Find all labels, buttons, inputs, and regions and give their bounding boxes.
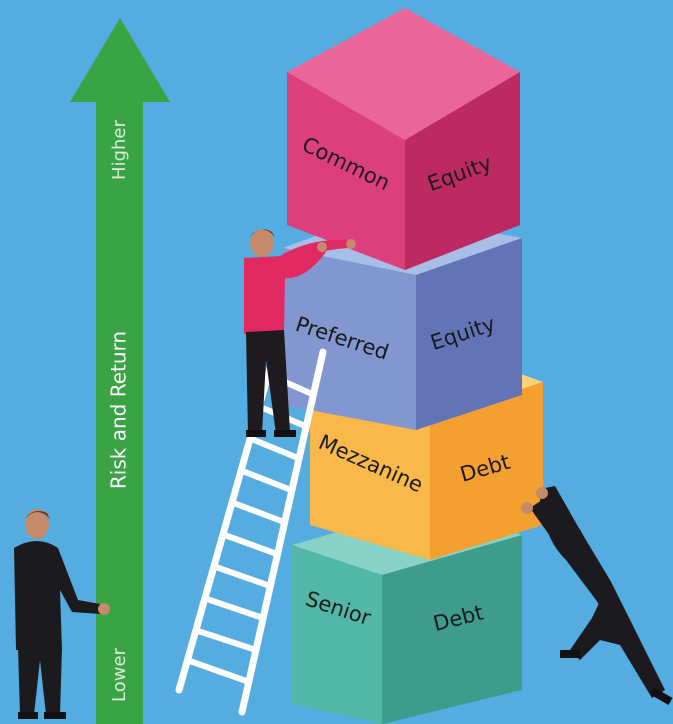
pants xyxy=(570,580,665,698)
person-on-ladder xyxy=(244,229,356,437)
head xyxy=(250,229,274,257)
senior-debt-right-face xyxy=(382,535,522,724)
senior-debt-left-face xyxy=(292,545,382,724)
person-standing-left xyxy=(14,509,110,719)
common-equity-top-face xyxy=(287,8,520,140)
person-pushing-stack xyxy=(521,486,673,705)
arrow-axis-label: Risk and Return xyxy=(107,331,131,489)
arrow-top-label: Higher xyxy=(109,119,130,179)
common-equity-right-face xyxy=(405,72,520,270)
common-equity-block: Common Equity xyxy=(287,8,520,270)
arrow-bottom-label: Lower xyxy=(109,647,130,702)
preferred-equity-right-face xyxy=(416,238,522,430)
ladder-rail-right xyxy=(238,348,327,716)
mezzanine-debt-left-face xyxy=(310,395,430,560)
mezzanine-debt-right-face xyxy=(430,382,543,560)
pants xyxy=(246,330,290,434)
common-equity-left-face xyxy=(287,72,405,270)
head xyxy=(25,509,49,539)
red-shirt xyxy=(244,246,326,334)
risk-return-arrow: Risk and Return Higher Lower xyxy=(70,18,170,724)
pants xyxy=(18,648,62,715)
suit-jacket xyxy=(14,541,100,650)
arrow-shape xyxy=(70,18,170,724)
